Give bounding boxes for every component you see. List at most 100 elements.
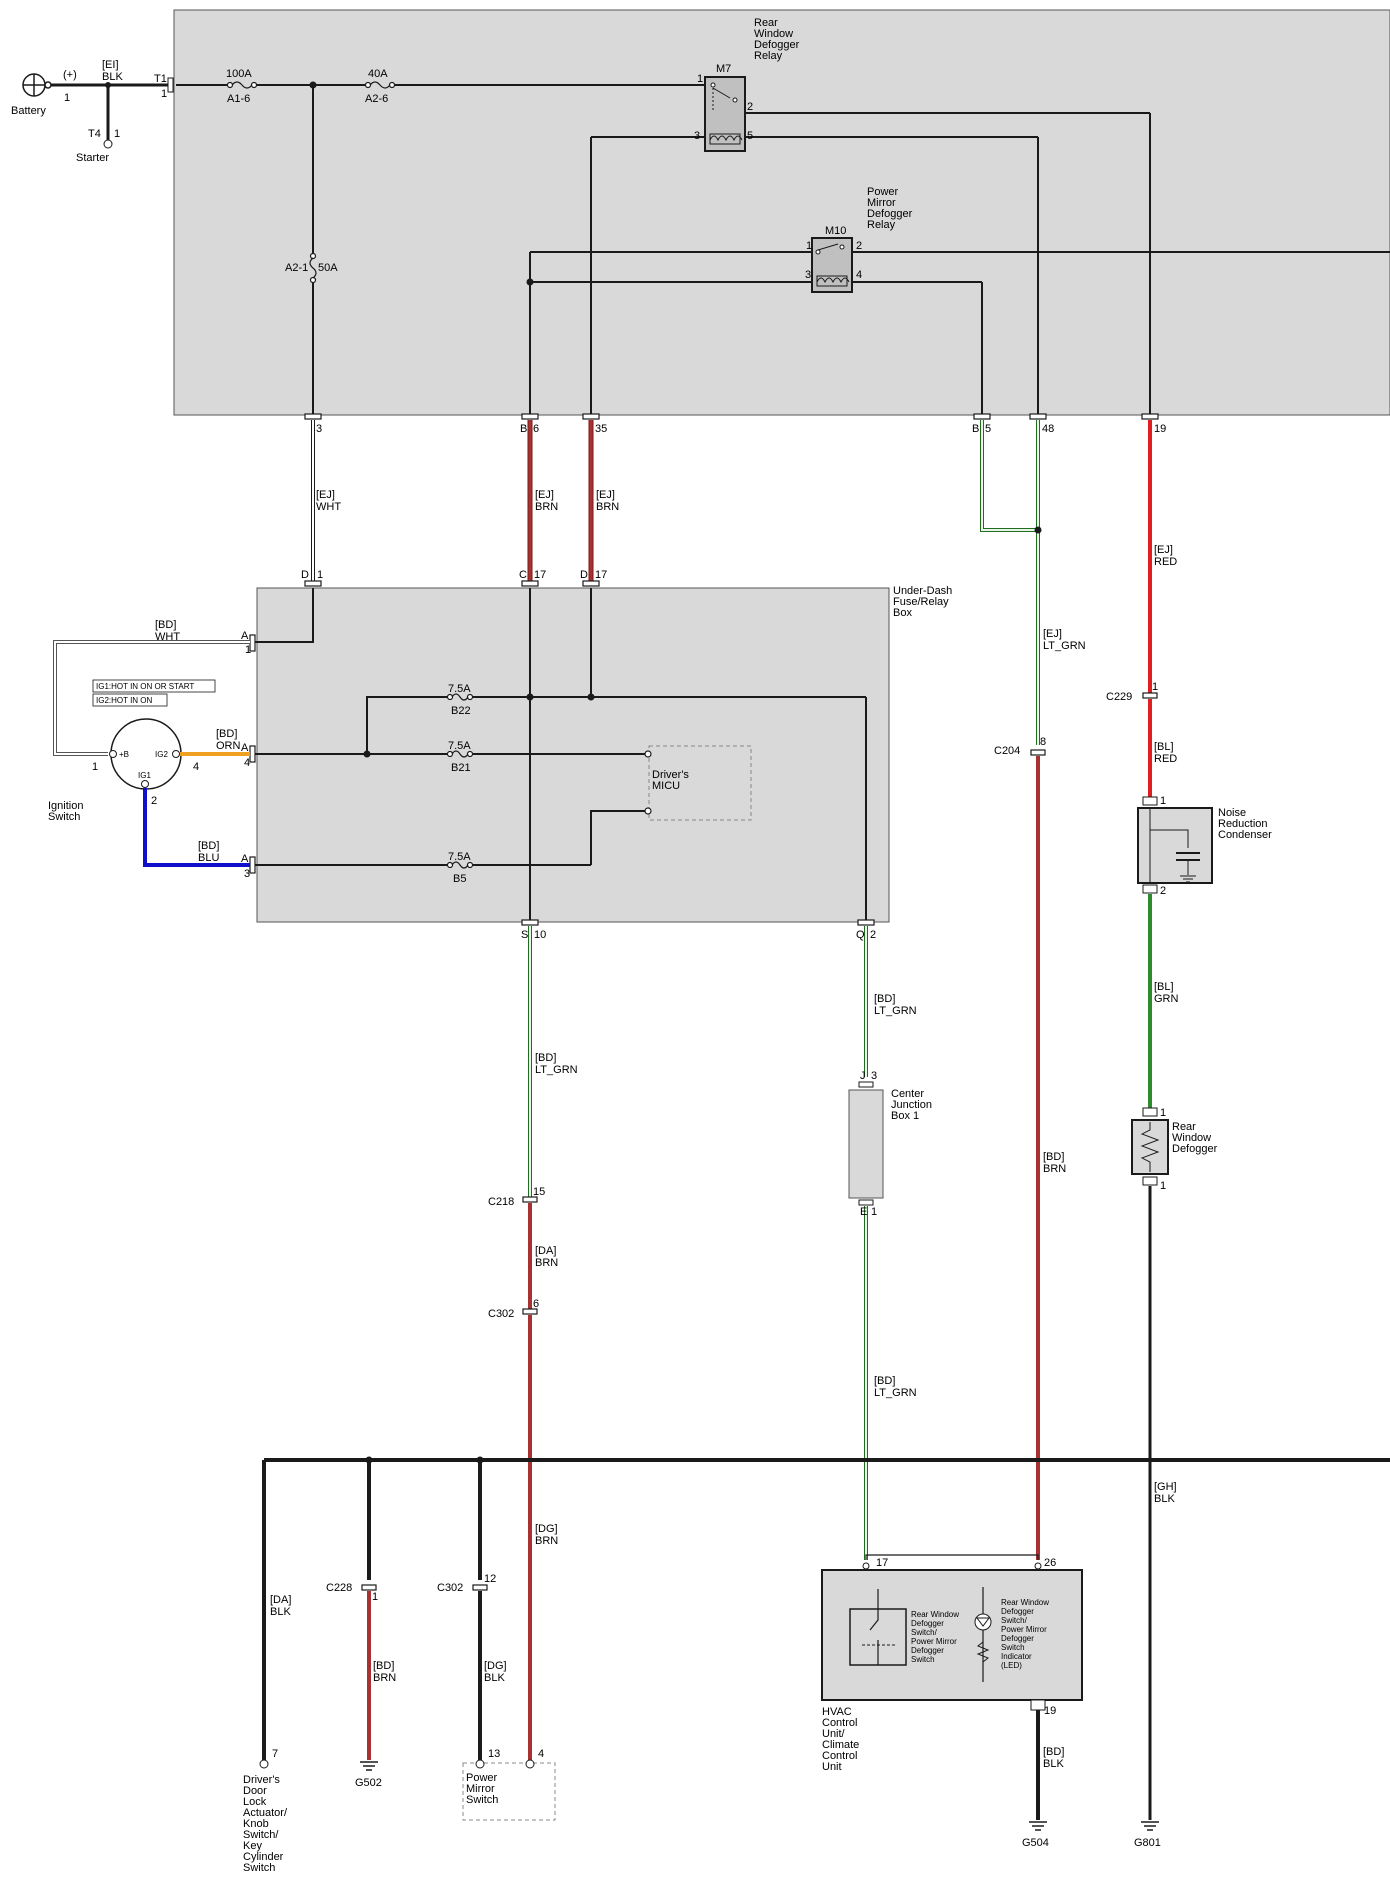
c204-pin: 8 xyxy=(1040,736,1046,748)
power-mirror-switch-box xyxy=(462,1762,556,1821)
center-junction-box-icon xyxy=(848,1081,884,1206)
wire-bd-blu xyxy=(143,788,250,867)
fuse-icons-top xyxy=(226,81,396,284)
c302b-name: C302 xyxy=(437,1582,463,1594)
connector-pins-top-box xyxy=(304,413,1159,420)
hvac-switch-label-4: Power Mirror xyxy=(911,1637,957,1646)
ud-pin-a3: A xyxy=(241,853,249,865)
cjb-pin-e1: 1 xyxy=(871,1206,877,1218)
wire-bd-ltgrn-3-color: LT_GRN xyxy=(874,1387,917,1399)
connector-c218 xyxy=(522,1196,538,1203)
ud-pin-4: 4 xyxy=(244,757,250,769)
fuse-a1-6-rating: 100A xyxy=(226,68,252,80)
ground-icon-g502 xyxy=(360,1761,378,1771)
hvac-switch-label-1: Rear Window xyxy=(911,1610,959,1619)
rear-defogger-title-3: Defogger xyxy=(1172,1143,1218,1155)
c218-name: C218 xyxy=(488,1196,514,1208)
fuse-icons-under-dash xyxy=(446,693,652,869)
rear-defogger-pin-2: 1 xyxy=(1160,1180,1166,1192)
c204-name: C204 xyxy=(994,745,1020,757)
fuse-a2-1-name: A2-1 xyxy=(285,262,308,274)
wire-bl-red-color: RED xyxy=(1154,753,1177,765)
wire-bd-wht xyxy=(53,640,250,756)
fuse-a1-6-name: A1-6 xyxy=(227,93,250,105)
ground-icon-g801 xyxy=(1141,1821,1159,1831)
battery-bus xyxy=(50,83,1390,416)
m7-pin-3: 3 xyxy=(694,130,700,142)
c228-pin: 1 xyxy=(372,1591,378,1603)
ignition-title-1: Ignition xyxy=(48,800,83,812)
ud-pin-s: S xyxy=(521,929,528,941)
hvac-title-4: Climate xyxy=(822,1739,859,1751)
hvac-indicator-label-3: Switch/ xyxy=(1001,1616,1028,1625)
pm-switch-pin-13: 13 xyxy=(488,1748,500,1760)
starter-pin: 1 xyxy=(114,128,120,140)
starter-connector: T4 xyxy=(88,128,101,140)
m7-relay-icon xyxy=(704,76,746,152)
noise-title-3: Condenser xyxy=(1218,829,1272,841)
wire-bd-brn-2-harness: [BD] xyxy=(373,1660,394,1672)
hvac-title-3: Unit/ xyxy=(822,1728,846,1740)
ud-pin-d17: 17 xyxy=(595,569,607,581)
noise-pin-1: 1 xyxy=(1160,795,1166,807)
ujb-pin-35: 35 xyxy=(595,423,607,435)
wire-bd-wht-color: WHT xyxy=(155,631,180,643)
wire-da-blk-harness: [DA] xyxy=(270,1594,291,1606)
starter-label: Starter xyxy=(76,152,109,164)
cjb-pin-e: E xyxy=(860,1206,867,1218)
battery-polarity: (+) xyxy=(63,69,77,81)
under-dash-title-1: Under-Dash xyxy=(893,585,952,597)
m7-title-3: Defogger xyxy=(754,39,800,51)
fuse-b5-name: B5 xyxy=(453,873,466,885)
rear-defogger-pin-1: 1 xyxy=(1160,1107,1166,1119)
driver-door-terminal-icon xyxy=(259,1759,269,1769)
c302a-name: C302 xyxy=(488,1308,514,1320)
noise-condenser-icon xyxy=(1137,796,1213,894)
wire-gh-blk-color: BLK xyxy=(1154,1493,1175,1505)
wire-bd-blk-harness: [BD] xyxy=(1043,1746,1064,1758)
connector-c302b xyxy=(472,1584,488,1591)
pm-switch-pin-4: 4 xyxy=(538,1748,544,1760)
wire-bd-ltgrn-2-harness: [BD] xyxy=(874,993,895,1005)
m10-pin-4: 4 xyxy=(856,269,862,281)
ujb-pin-19: 19 xyxy=(1154,423,1166,435)
wire-ej-red-color: RED xyxy=(1154,556,1177,568)
cjb-title-3: Box 1 xyxy=(891,1110,919,1122)
hvac-indicator-label-8: (LED) xyxy=(1001,1661,1022,1670)
fuse-b21-rating: 7.5A xyxy=(448,740,471,752)
hvac-title-2: Control xyxy=(822,1717,857,1729)
ig1-note-box xyxy=(92,679,216,693)
c302a-pin: 6 xyxy=(533,1298,539,1310)
cjb-title-1: Center xyxy=(891,1088,924,1100)
m10-pin-2: 2 xyxy=(856,240,862,252)
wire-bd-ltgrn-1-color: LT_GRN xyxy=(535,1064,578,1076)
t1-pin: 1 xyxy=(161,88,167,100)
wire-bd-wht-harness: [BD] xyxy=(155,619,176,631)
wire-bd-blu-harness: [BD] xyxy=(198,840,219,852)
wire-ej-brn-1-color: BRN xyxy=(535,501,558,513)
m7-title-4: Relay xyxy=(754,50,783,62)
under-dash-internal-wiring xyxy=(254,588,867,922)
driver-door-title-8: Cylinder xyxy=(243,1851,284,1863)
m7-pin-5: 5 xyxy=(747,130,753,142)
wire-ej-ltgrn xyxy=(980,420,1040,745)
wire-bl-grn-harness: [BL] xyxy=(1154,981,1174,993)
pm-switch-title-3: Switch xyxy=(466,1794,498,1806)
ignition-pin-4: 4 xyxy=(193,761,199,773)
connector-c204 xyxy=(1030,749,1046,756)
hvac-unit-icon xyxy=(821,1554,1083,1711)
wire-ej-ltgrn-color: LT_GRN xyxy=(1043,640,1086,652)
rear-defogger-title-1: Rear xyxy=(1172,1121,1196,1133)
m7-pin-1: 1 xyxy=(697,73,703,85)
g502-label: G502 xyxy=(355,1777,382,1789)
wire-ej-wht-color: WHT xyxy=(316,501,341,513)
rear-defogger-icon xyxy=(1131,1107,1169,1186)
hvac-indicator-label-7: Indicator xyxy=(1001,1652,1032,1661)
ud-pin-q: Q xyxy=(856,929,865,941)
ignition-pin-b: +B xyxy=(119,750,129,759)
wire-bd-orn-harness: [BD] xyxy=(216,728,237,740)
pm-switch-terminal-13 xyxy=(475,1759,485,1769)
m10-id: M10 xyxy=(825,225,846,237)
wire-bd-brn-2-color: BRN xyxy=(373,1672,396,1684)
